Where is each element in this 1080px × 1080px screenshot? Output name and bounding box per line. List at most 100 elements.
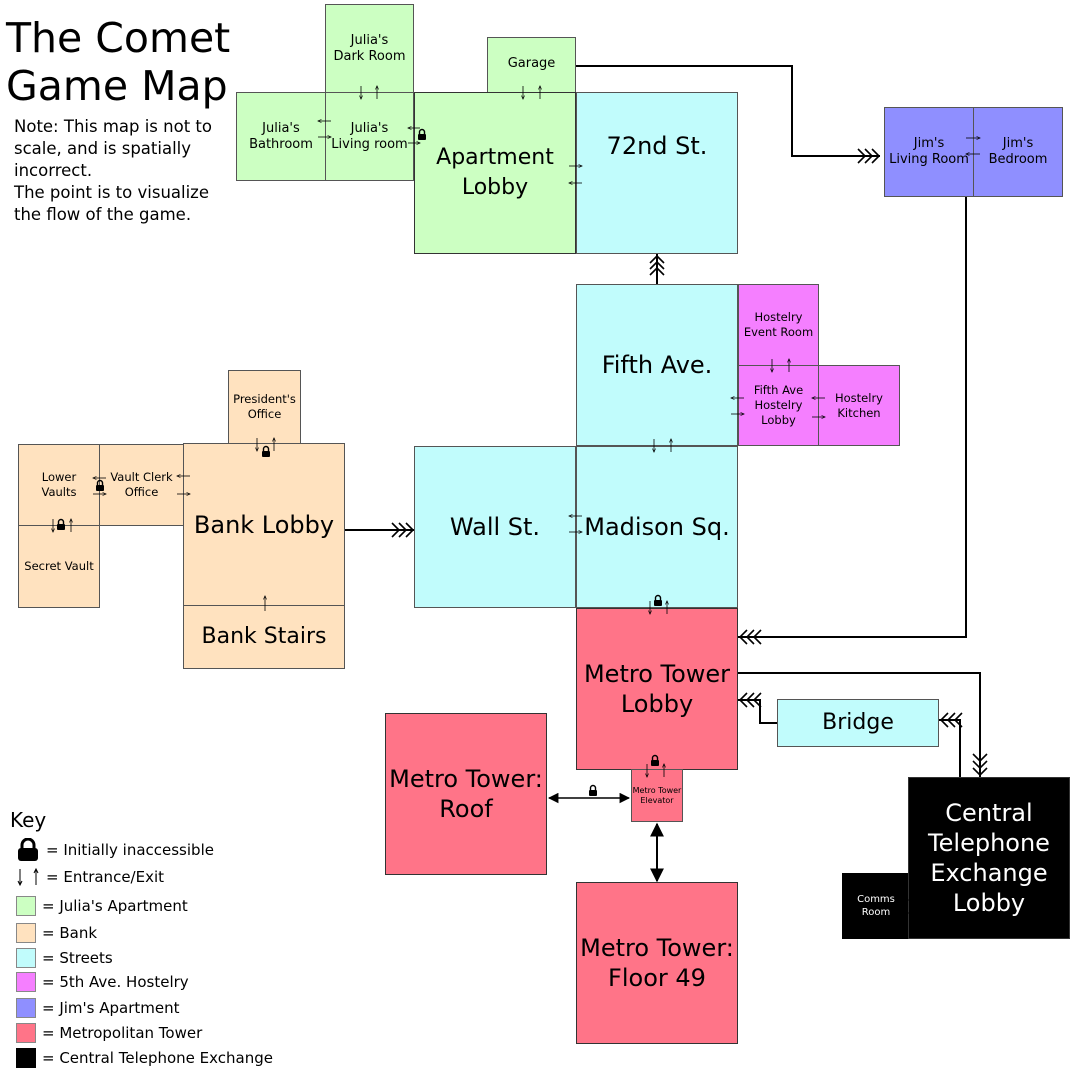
room-bank-stairs: Bank Stairs: [183, 605, 345, 669]
color-swatch: [16, 923, 36, 943]
room-hostelry-event-room: Hostelry Event Room: [738, 284, 819, 366]
room-label: Wall St.: [449, 513, 541, 541]
triple-chevron-cte: [972, 753, 988, 777]
lock-icon: [57, 518, 65, 530]
lock-icon: [96, 479, 104, 491]
triple-chevron-metrolobby-bridge: [738, 692, 762, 708]
key-label: = Entrance/Exit: [46, 868, 165, 886]
room-label: Metro Tower: Floor 49: [580, 934, 734, 992]
room-lower-vaults: Lower Vaults: [18, 444, 100, 526]
room-jims-living-room: Jim's Living Room: [884, 107, 974, 197]
color-swatch: [16, 896, 36, 916]
key-label: = Initially inaccessible: [46, 841, 214, 859]
room-label: Jim's Bedroom: [988, 136, 1048, 167]
key-label: = 5th Ave. Hostelry: [42, 973, 189, 991]
room-label: Julia's Bathroom: [249, 120, 313, 152]
triple-chevron-wallst: [391, 522, 415, 538]
connector-metrolobby-to-cte: [738, 672, 981, 777]
room-presidents-office: President's Office: [228, 370, 301, 444]
room-label: President's Office: [233, 392, 296, 421]
room-comms-room: Comms Room: [842, 873, 910, 939]
room-wall-st: Wall St.: [414, 446, 576, 608]
room-label: Metro Tower: Roof: [389, 765, 543, 823]
key-item-streets: = Streets: [16, 947, 113, 969]
key-item-locked: = Initially inaccessible: [16, 838, 214, 861]
room-bridge: Bridge: [777, 699, 939, 747]
room-bank-lobby: Bank Lobby: [183, 443, 345, 606]
room-label: Hostelry Event Room: [743, 310, 814, 339]
room-label: Metro Tower Lobby: [583, 660, 731, 718]
room-label: Central Telephone Exchange Lobby: [928, 799, 1050, 917]
room-madison-sq: Madison Sq.: [576, 446, 738, 608]
room-label: Julia's Living room: [331, 120, 408, 152]
triple-chevron-metrolobby-east: [738, 629, 762, 645]
room-central-telephone-exchange-lobby: Central Telephone Exchange Lobby: [908, 777, 1070, 939]
lock-icon: [651, 754, 659, 766]
room-label: Bank Stairs: [201, 624, 327, 649]
map-note: Note: This map is not to scale, and is s…: [14, 117, 212, 224]
room-metro-tower-floor49: Metro Tower: Floor 49: [576, 882, 738, 1044]
room-julias-living-room: Julia's Living room: [325, 92, 414, 181]
room-metro-tower-roof: Metro Tower: Roof: [385, 713, 547, 875]
entrance-exit-arrows-icon: [17, 867, 39, 887]
key-label: = Central Telephone Exchange: [42, 1049, 273, 1067]
room-label: Bank Lobby: [193, 510, 335, 539]
lock-icon: [589, 784, 597, 796]
connector-metrolobby-bridge: [738, 699, 777, 724]
key-item-jims-apartment: = Jim's Apartment: [16, 997, 180, 1019]
room-label: Bridge: [822, 710, 894, 735]
room-julias-bathroom: Julia's Bathroom: [236, 92, 326, 181]
color-swatch: [16, 1023, 36, 1043]
title-line-1: The Comet: [6, 14, 231, 62]
key-item-central-telephone-exchange: = Central Telephone Exchange: [16, 1047, 273, 1069]
color-swatch: [16, 1048, 36, 1068]
room-72nd-st: 72nd St.: [576, 92, 738, 254]
room-label: Lower Vaults: [41, 470, 77, 499]
room-metro-tower-elevator: Metro Tower Elevator: [631, 769, 683, 822]
room-label: Madison Sq.: [584, 513, 730, 541]
key-item-hostelry: = 5th Ave. Hostelry: [16, 971, 189, 993]
title-line-2: Game Map: [6, 62, 228, 110]
room-jims-bedroom: Jim's Bedroom: [973, 107, 1063, 197]
room-label: Secret Vault: [24, 559, 94, 573]
lock-icon: [18, 838, 38, 861]
key-item-metropolitan-tower: = Metropolitan Tower: [16, 1022, 202, 1044]
connector-garage-to-jims: [576, 65, 880, 157]
triple-chevron-72nd: [649, 254, 665, 276]
room-hostelry-kitchen: Hostelry Kitchen: [818, 365, 900, 446]
room-fifth-ave: Fifth Ave.: [576, 284, 738, 446]
room-label: Vault Clerk Office: [110, 470, 173, 499]
room-label: Fifth Ave Hostelry Lobby: [753, 383, 804, 427]
key-label: = Julia's Apartment: [42, 897, 188, 915]
triple-chevron-bridge: [939, 712, 963, 728]
room-label: Jim's Living Room: [889, 136, 969, 167]
key-label: = Streets: [42, 949, 113, 967]
key-title: Key: [10, 808, 47, 832]
key-label: = Metropolitan Tower: [42, 1024, 203, 1042]
key-item-julias-apartment: = Julia's Apartment: [16, 895, 188, 917]
lock-icon: [262, 445, 270, 457]
key-item-entrance-exit: = Entrance/Exit: [16, 866, 164, 888]
key-item-bank: = Bank: [16, 922, 97, 944]
room-label: Garage: [507, 56, 556, 71]
connector-jims-to-metrolobby: [738, 197, 967, 638]
key-label: = Jim's Apartment: [42, 999, 180, 1017]
color-swatch: [16, 972, 36, 992]
room-label: Julia's Dark Room: [333, 32, 406, 64]
color-swatch: [16, 998, 36, 1018]
room-apartment-lobby: Apartment Lobby: [414, 92, 576, 254]
room-label: Hostelry Kitchen: [835, 390, 883, 420]
room-garage: Garage: [487, 37, 576, 93]
map-title: The Comet Game Map: [6, 14, 230, 110]
lock-icon: [654, 594, 662, 606]
triple-chevron-jims: [857, 148, 881, 164]
connector-bridge-cte: [939, 719, 961, 777]
room-label: Fifth Ave.: [601, 351, 713, 379]
room-label: 72nd St.: [606, 132, 708, 160]
color-swatch: [16, 948, 36, 968]
lock-icon: [418, 128, 426, 140]
room-label: Apartment Lobby: [436, 145, 554, 200]
room-label: Comms Room: [857, 894, 895, 918]
room-label: Metro Tower Elevator: [632, 785, 682, 805]
